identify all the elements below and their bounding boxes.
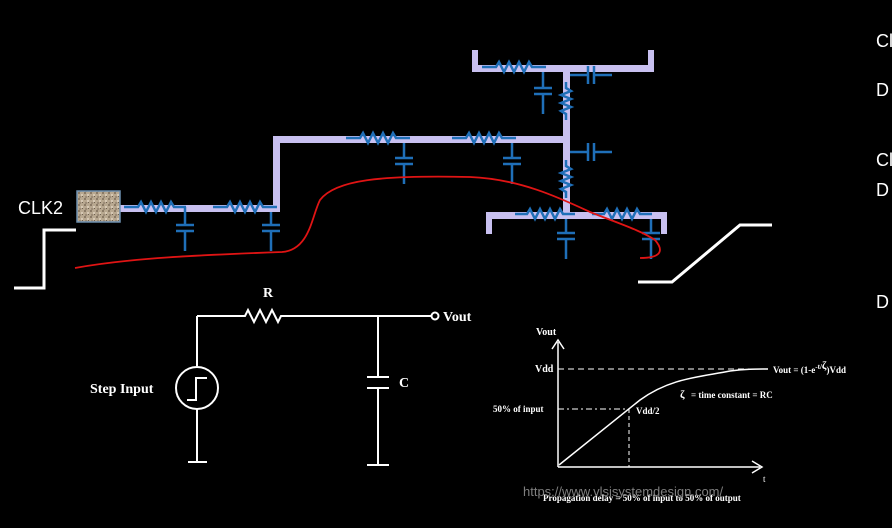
clock-tree-wires [120,50,667,234]
capacitor-8 [557,219,575,259]
half-point-label: Vdd/2 [636,406,660,416]
right-label-3: Cl [876,150,892,171]
tau-symbol: ζ [680,389,685,401]
vdd-label: Vdd [535,364,554,375]
capacitor-7 [570,143,612,161]
graph-x-label: t [763,474,766,484]
capacitor-1 [176,207,194,251]
vout-terminal [432,313,439,320]
charging-curve [559,369,768,465]
right-label-2: D [876,80,889,101]
watermark-url: https://www.vlsisystemdesign.com/ [523,484,723,499]
graph-y-label: Vout [536,327,557,338]
capacitor-9 [642,219,660,259]
right-label-1: Cl [876,31,892,52]
source-ground [188,409,207,462]
response-graph [552,340,768,473]
clock-buffer-block [77,191,120,222]
capacitor-2 [262,212,280,251]
clock-step-waveform [14,230,76,288]
capacitor-5 [534,72,552,114]
capacitor-label: C [399,376,409,391]
equation-label: Vout = (1-e-t/ζ)Vdd [773,360,846,375]
wire-riser-1 [273,136,280,212]
rc-elements [124,62,660,259]
rc-capacitor [367,316,389,465]
right-label-5: D [876,292,889,313]
half-level-label: 50% of input [493,404,544,414]
resistor-label: R [263,286,274,301]
right-label-4: D [876,180,889,201]
rc-top-wire [197,310,432,322]
vout-label: Vout [443,310,472,325]
wire-segment-2 [273,136,565,143]
delay-curve [75,177,660,268]
clk2-label: CLK2 [18,198,63,219]
step-input-label: Step Input [90,382,154,397]
capacitor-4 [503,143,521,184]
tau-definition: = time constant = RC [691,390,773,400]
